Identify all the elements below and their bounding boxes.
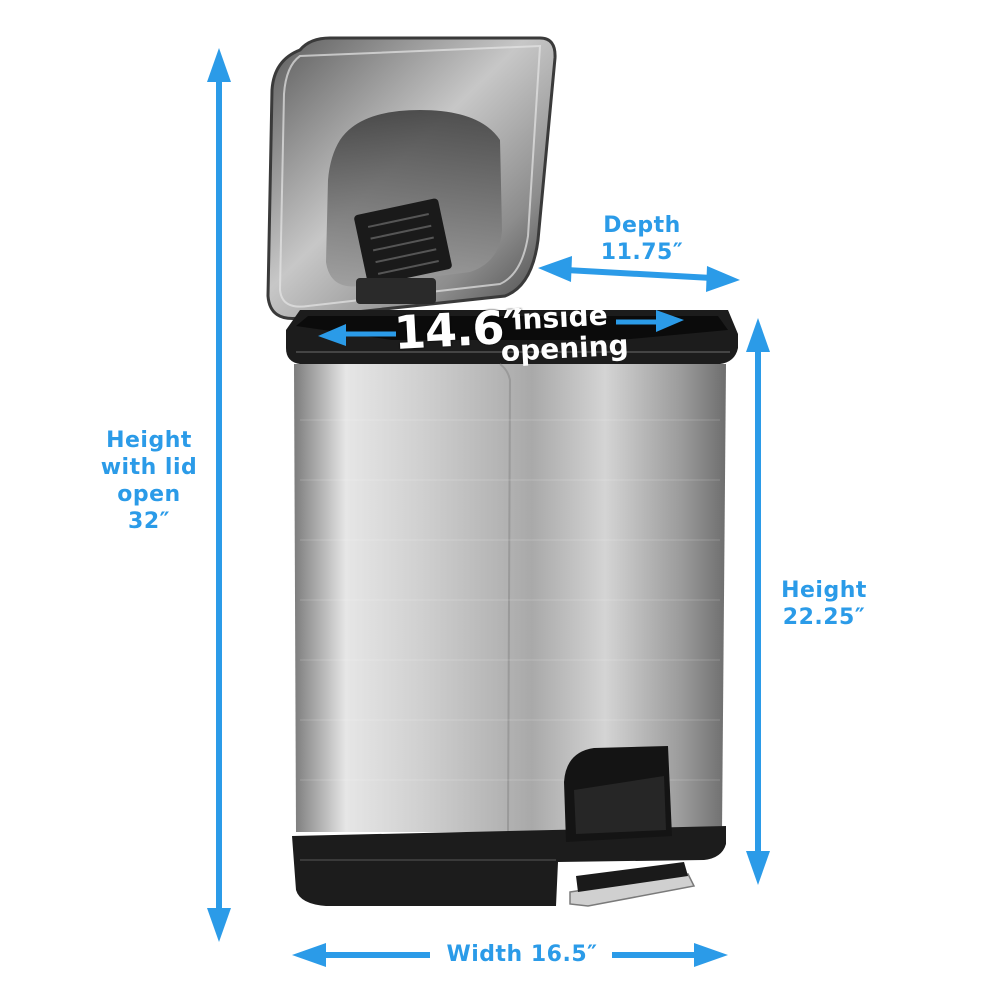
opening-word: opening xyxy=(500,328,630,369)
height-lid-open-line-4: 32″ xyxy=(128,509,170,534)
height-label: Height 22.25″ xyxy=(764,577,884,631)
width-arrow xyxy=(292,943,728,967)
inside-opening-caption: inside opening xyxy=(498,299,630,369)
height-lid-open-label: Height with lid open 32″ xyxy=(84,427,214,535)
depth-arrow xyxy=(538,256,740,292)
height-lid-open-arrow xyxy=(207,48,231,942)
depth-line-2: 11.75″ xyxy=(600,240,684,265)
inside-opening-arrow xyxy=(318,310,684,346)
stainless-steel-body xyxy=(294,363,726,833)
height-line-1: Height xyxy=(781,578,867,603)
depth-line-1: Depth xyxy=(603,213,681,238)
width-label: Width 16.5″ xyxy=(446,942,598,967)
height-lid-open-line-2: with lid xyxy=(100,455,198,480)
height-line-2: 22.25″ xyxy=(782,605,866,630)
height-lid-open-line-1: Height xyxy=(106,428,192,453)
height-arrow xyxy=(746,318,770,885)
depth-label: Depth 11.75″ xyxy=(582,212,702,266)
foot-pedal xyxy=(564,746,696,907)
bottom-trim xyxy=(292,826,726,906)
height-lid-open-line-3: open xyxy=(117,482,181,507)
odor-filter-cartridge xyxy=(354,198,452,304)
